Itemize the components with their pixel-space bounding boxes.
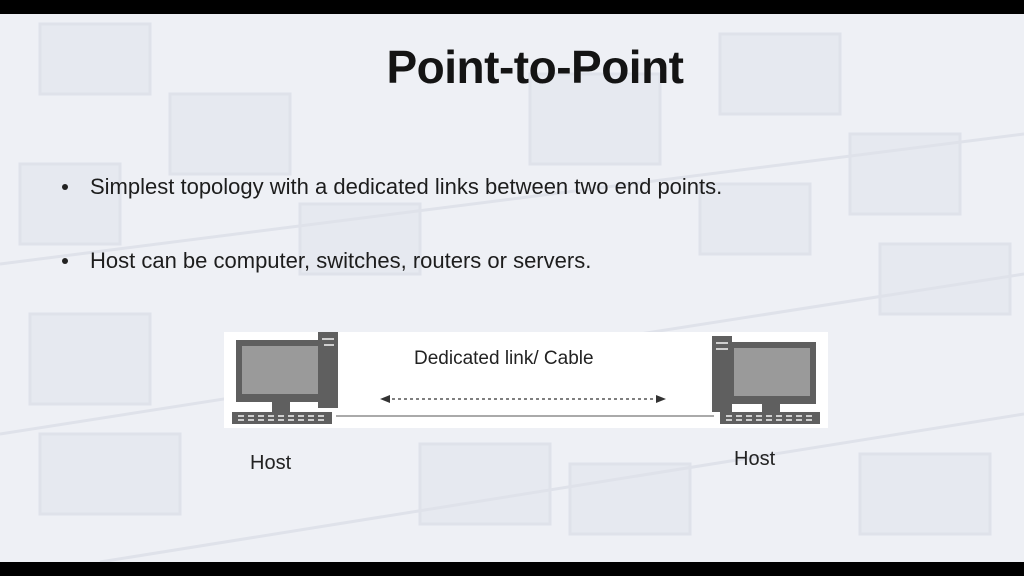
bullet-text: Simplest topology with a dedicated links… <box>90 174 723 199</box>
left-host-label: Host <box>250 452 292 474</box>
bullet-list: Simplest topology with a dedicated links… <box>60 172 722 276</box>
point-to-point-diagram: Dedicated link/ Cable <box>224 332 828 428</box>
diagram-graphics <box>232 332 820 424</box>
desktop-computer-icon <box>232 332 338 424</box>
double-arrow-icon <box>380 395 666 403</box>
desktop-computer-icon <box>712 336 820 424</box>
slide: Point-to-Point Simplest topology with a … <box>0 14 1024 562</box>
bullet-item: Simplest topology with a dedicated links… <box>60 172 722 202</box>
bullet-dot-icon <box>62 184 68 190</box>
bullet-text: Host can be computer, switches, routers … <box>90 248 592 273</box>
right-host-label: Host <box>734 448 776 470</box>
bullet-item: Host can be computer, switches, routers … <box>60 246 722 276</box>
background-computers-pattern <box>0 22 1024 562</box>
slide-title: Point-to-Point <box>386 41 684 93</box>
link-label: Dedicated link/ Cable <box>414 348 594 369</box>
bullet-dot-icon <box>62 258 68 264</box>
